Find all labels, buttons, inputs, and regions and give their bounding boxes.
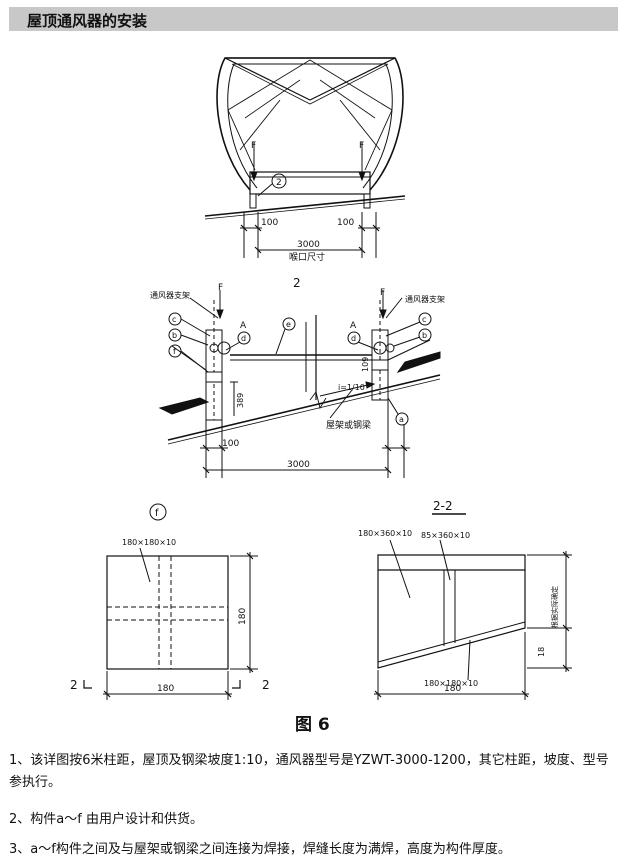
dim-f-width: 180 xyxy=(157,684,174,694)
support-label-right: 通风器支架 xyxy=(405,294,445,304)
dim-top-span: 3000 xyxy=(297,240,320,250)
tag-c-left: c xyxy=(172,315,176,324)
dim-22-right-text: 根据实际确定 xyxy=(550,586,559,628)
dim-3000-detail: 3000 xyxy=(287,460,310,470)
section-mark-right: 2 xyxy=(262,678,270,692)
note-3: 3、a～f构件之间及与屋架或钢梁之间连接为焊接，焊缝长度为满焊，高度为构件厚度。 xyxy=(9,842,511,857)
tag-b-right: b xyxy=(422,331,427,340)
force-label-detail-right: F xyxy=(380,288,385,298)
dim-top-right: 100 xyxy=(337,218,354,228)
tag-d-left: d xyxy=(241,334,246,343)
note-2: 2、构件a～f 由用户设计和供货。 xyxy=(9,812,203,827)
detail-f-tag: f xyxy=(155,508,159,519)
tag-d-right: d xyxy=(351,334,356,343)
section-mark-left: 2 xyxy=(70,678,78,692)
tag-e: e xyxy=(286,320,291,329)
roof-label: 屋架或钢梁 xyxy=(326,419,371,431)
tag-f: f xyxy=(173,347,176,356)
detail-2 xyxy=(158,290,441,478)
plate-bottom-label: 180×180×10 xyxy=(424,679,478,688)
span-caption: 喉口尺寸 xyxy=(289,251,325,263)
detail-2-2 xyxy=(374,513,572,700)
force-label-top-right: F xyxy=(359,141,364,151)
plate-f-label: 180×180×10 xyxy=(122,538,176,547)
plate-top-label: 180×360×10 xyxy=(358,529,412,538)
support-label-left: 通风器支架 xyxy=(150,290,190,300)
section-2-2-title: 2-2 xyxy=(433,499,453,513)
point-a-right: A xyxy=(350,321,357,331)
ventilator-elevation xyxy=(204,57,406,258)
figure-caption: 图 6 xyxy=(295,715,330,735)
tag-c-right: c xyxy=(422,315,426,324)
detail-2-number: 2 xyxy=(293,276,301,290)
slope-label: i=1/10 xyxy=(338,383,365,392)
plate-rib-label: 85×360×10 xyxy=(421,531,470,540)
title-bar: 屋顶通风器的安装 xyxy=(9,7,618,31)
dim-18: 18 xyxy=(537,647,546,657)
dim-22-width: 180 xyxy=(444,684,461,694)
note-1: 1、该详图按6米柱距，屋顶及钢梁坡度1:10，通风器型号是YZWT-3000-1… xyxy=(9,753,609,790)
detail-f xyxy=(83,503,258,700)
dim-top-left: 100 xyxy=(261,218,278,228)
callout-2-top: 2 xyxy=(276,178,282,188)
dim-389: 389 xyxy=(236,393,245,408)
force-label-top-left: F xyxy=(251,141,256,151)
dim-100-detail: 100 xyxy=(222,439,239,449)
page-title: 屋顶通风器的安装 xyxy=(27,12,148,30)
force-label-detail-left: F xyxy=(218,283,223,293)
point-a-left: A xyxy=(240,321,247,331)
tag-a: a xyxy=(399,415,404,424)
dim-f-height: 180 xyxy=(238,608,248,625)
tag-b-left: b xyxy=(172,331,177,340)
dim-109: 109 xyxy=(361,357,370,372)
